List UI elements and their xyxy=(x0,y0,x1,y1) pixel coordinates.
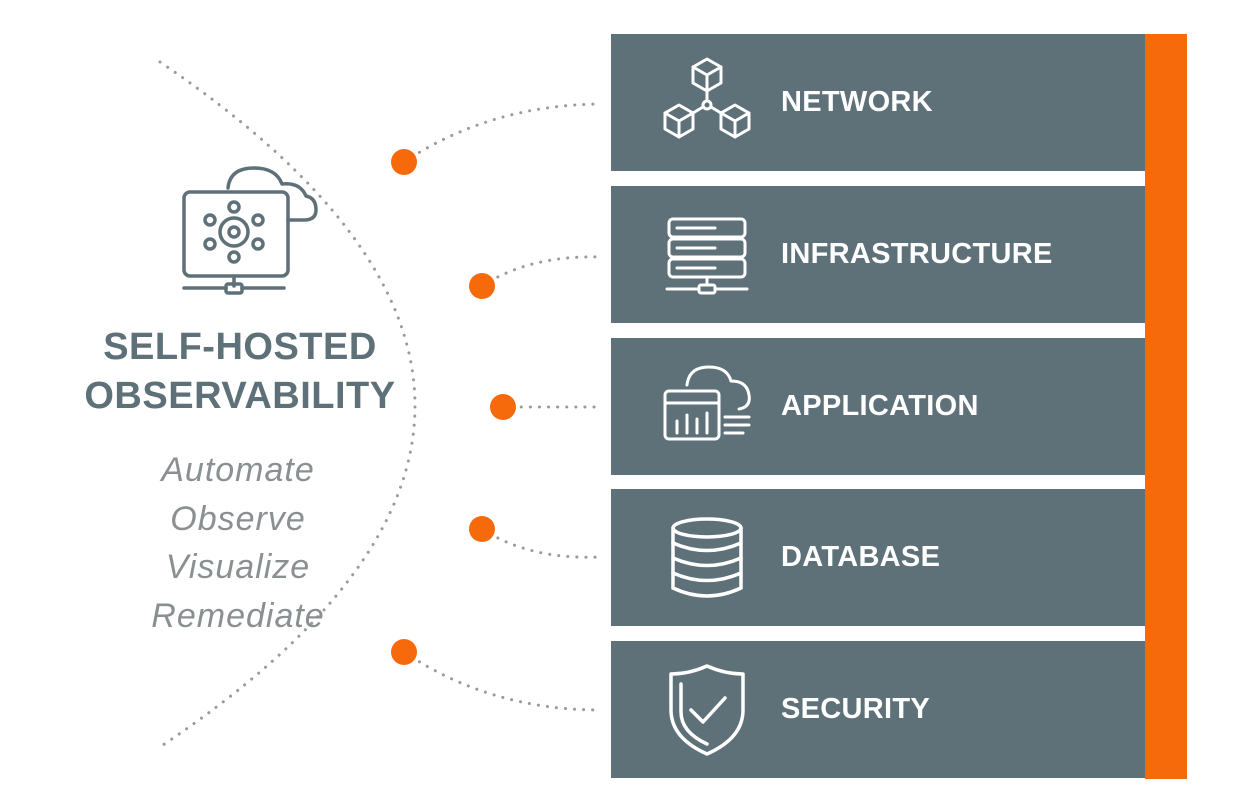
layer-label-infrastructure: INFRASTRUCTURE xyxy=(781,238,1053,270)
shield-check-icon xyxy=(669,663,745,756)
verb-remediate: Remediate xyxy=(151,596,325,635)
server-rack-icon xyxy=(665,217,749,294)
network-cubes-icon xyxy=(663,57,751,138)
verb-automate: Automate xyxy=(161,451,315,489)
layer-infrastructure[interactable]: INFRASTRUCTURE xyxy=(611,186,1145,323)
hub-title-line2: OBSERVABILITY xyxy=(84,375,396,417)
layer-application[interactable]: APPLICATION xyxy=(611,338,1145,475)
link-database xyxy=(480,527,602,559)
verb-observe: Observe xyxy=(170,499,306,538)
layer-label-security: SECURITY xyxy=(781,693,931,725)
node-database xyxy=(469,516,495,542)
accent-bar xyxy=(1145,34,1187,779)
node-security xyxy=(391,639,417,665)
link-infrastructure xyxy=(480,255,602,288)
link-security xyxy=(402,650,602,712)
hub-verbs: Automate Observe Visualize Remediate xyxy=(88,446,388,640)
hub-title-line1: SELF-HOSTED xyxy=(103,326,377,368)
layer-security[interactable]: SECURITY xyxy=(611,641,1145,778)
verb-visualize: Visualize xyxy=(165,548,311,586)
layer-label-network: NETWORK xyxy=(781,86,933,118)
layer-network[interactable]: NETWORK xyxy=(611,34,1145,171)
database-icon xyxy=(671,516,743,598)
link-network xyxy=(402,102,602,164)
node-application xyxy=(490,394,516,420)
layer-database[interactable]: DATABASE xyxy=(611,489,1145,626)
node-network xyxy=(391,149,417,175)
monitor-cloud-icon xyxy=(182,166,318,295)
dotted-arc xyxy=(158,60,417,749)
app-cloud-icon xyxy=(663,365,751,440)
node-infrastructure xyxy=(469,273,495,299)
layer-label-application: APPLICATION xyxy=(781,390,979,422)
layer-label-database: DATABASE xyxy=(781,541,941,573)
